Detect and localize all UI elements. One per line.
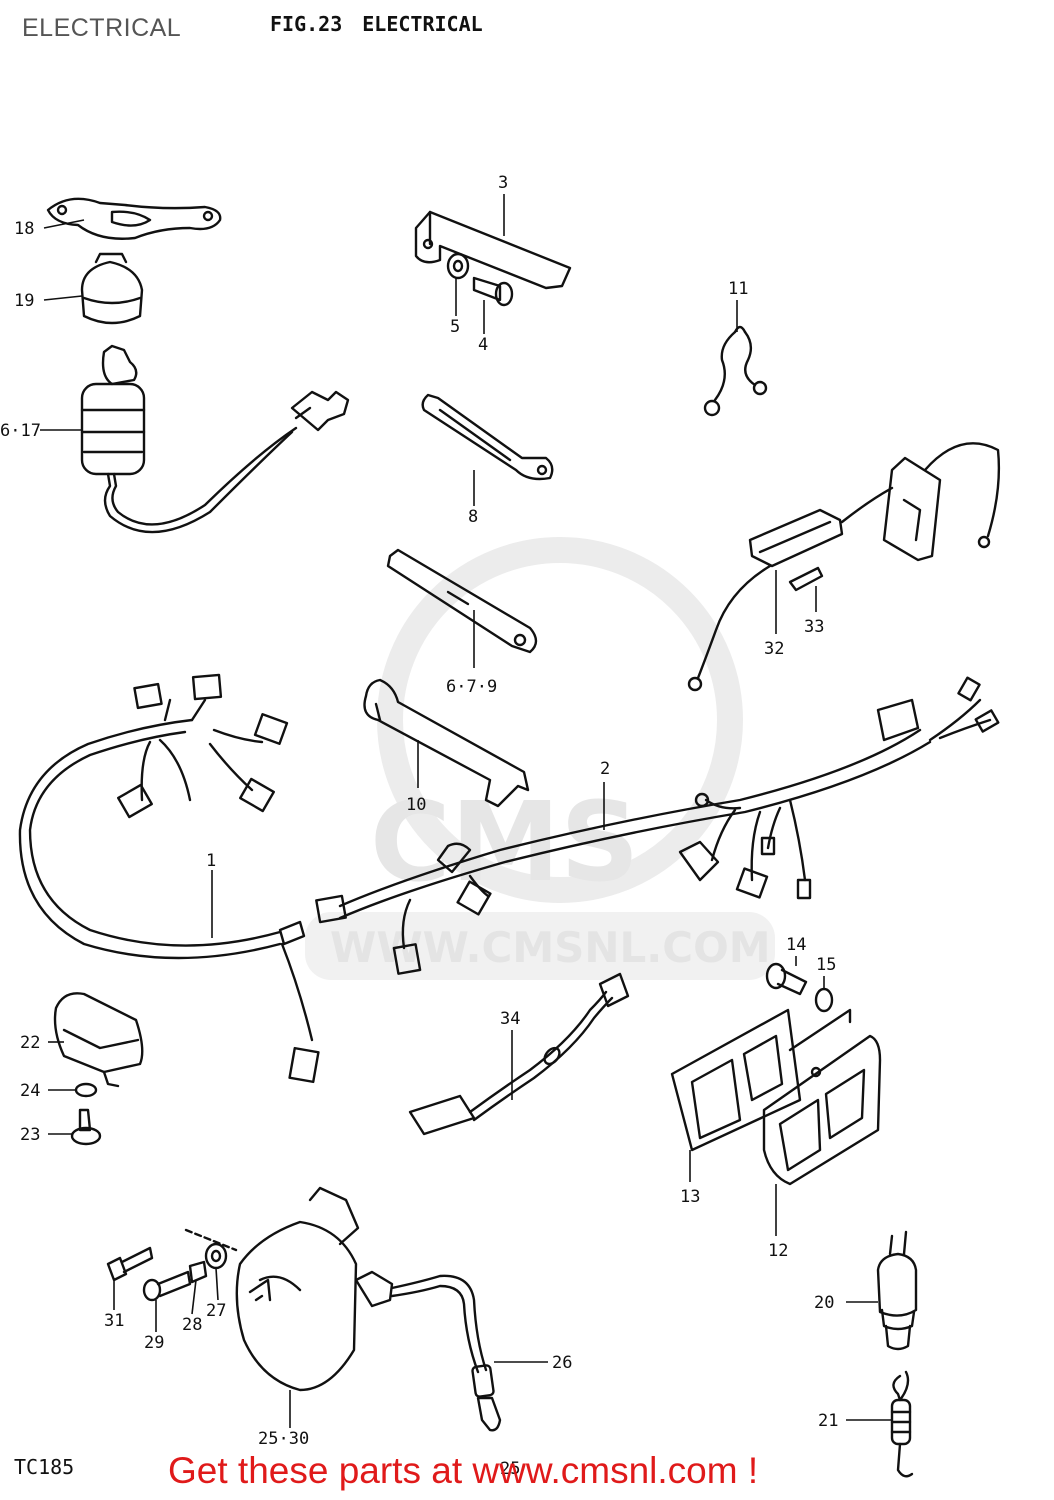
buy-parts-link[interactable]: Get these parts at www.cmsnl.com !	[168, 1450, 759, 1491]
callout-labels: 18 19 6·17 3 5 4 11 8 6·7·9 10 2 1 32 33…	[0, 173, 838, 1479]
part-28-nut	[188, 1260, 208, 1284]
part-12-mounting-plate	[762, 1034, 882, 1186]
part-4-screw	[472, 276, 514, 307]
part-25-30-horn	[184, 1186, 360, 1392]
part-15-washer	[814, 987, 834, 1013]
part-1-wiring-harness-left	[18, 673, 320, 1084]
callout-32: 32	[764, 639, 784, 659]
part-16-17-ignition-switch	[80, 344, 350, 534]
callout-2: 2	[600, 759, 610, 779]
part-3-bracket	[414, 210, 572, 290]
callout-6-7-9: 6·7·9	[446, 677, 497, 697]
part-34-lead-wire	[408, 972, 630, 1136]
callout-23: 23	[20, 1125, 40, 1145]
figure-number: FIG.23	[270, 12, 343, 36]
part-22-terminal-cover	[53, 992, 144, 1088]
callout-28: 28	[182, 1315, 202, 1335]
callout-25-30: 25·30	[258, 1429, 309, 1449]
callout-10: 10	[406, 795, 426, 815]
part-19-ignition-boot	[80, 252, 144, 325]
part-13-gasket	[670, 1008, 802, 1152]
part-14-bolt	[765, 962, 808, 996]
page-title: ELECTRICAL	[22, 14, 182, 42]
callout-24: 24	[20, 1081, 40, 1101]
part-8-clamp-band	[421, 393, 554, 481]
callout-3: 3	[498, 173, 508, 193]
part-23-screw	[70, 1108, 102, 1146]
callout-29: 29	[144, 1333, 164, 1353]
part-6-7-9-clamp-band	[386, 548, 538, 654]
callout-33: 33	[804, 617, 824, 637]
drawing-code: TC185	[14, 1455, 75, 1479]
callout-14: 14	[786, 935, 806, 955]
part-27-washer	[204, 1242, 228, 1270]
callout-19: 19	[14, 291, 34, 311]
part-2-wiring-harness-main	[315, 676, 1000, 975]
callout-4: 4	[478, 335, 488, 355]
part-33-fuse	[788, 566, 824, 592]
part-29-bolt	[142, 1270, 192, 1302]
callout-16-17: 6·17	[0, 421, 41, 441]
callout-8: 8	[468, 507, 478, 527]
guide-line	[788, 1008, 852, 1052]
figure-title: FIG.23 ELECTRICAL	[270, 12, 503, 36]
watermark: CMS WWW.CMSNL.COM	[305, 537, 775, 980]
part-26-horn-lead	[354, 1270, 502, 1432]
part-11-wire-clamp	[703, 325, 768, 417]
part-31-bolt	[106, 1246, 154, 1282]
callout-26: 26	[552, 1353, 572, 1373]
part-32-fuse-holder	[687, 442, 1001, 692]
callout-34: 34	[500, 1009, 520, 1029]
callout-15: 15	[816, 955, 836, 975]
callout-21: 21	[818, 1411, 838, 1431]
callout-20: 20	[814, 1293, 834, 1313]
callout-1: 1	[206, 851, 216, 871]
callout-13: 13	[680, 1187, 700, 1207]
callout-18: 18	[14, 219, 34, 239]
part-21-spring	[890, 1370, 914, 1478]
part-24-washer	[74, 1082, 98, 1098]
callout-25: 25	[500, 1459, 520, 1479]
leader-lines	[40, 194, 892, 1428]
callout-11: 11	[728, 279, 748, 299]
callout-27: 27	[206, 1301, 226, 1321]
callout-22: 22	[20, 1033, 40, 1053]
callout-31: 31	[104, 1311, 124, 1331]
callout-5: 5	[450, 317, 460, 337]
part-20-switch	[876, 1230, 918, 1351]
part-5-nut	[446, 252, 470, 280]
part-10-bracket	[363, 678, 530, 808]
callout-12: 12	[768, 1241, 788, 1261]
figure-name: ELECTRICAL	[362, 12, 483, 36]
part-18-bracket-plate	[46, 197, 222, 240]
